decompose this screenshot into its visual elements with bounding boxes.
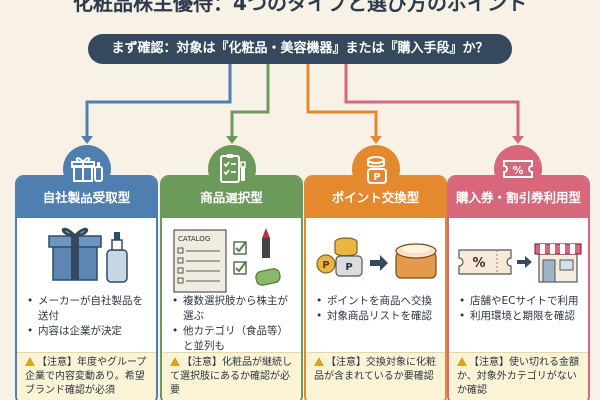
caution-note: 【注意】化粧品が継続して選択肢にあるか確認が必要 bbox=[162, 352, 301, 400]
catalog-label: CATALOG bbox=[178, 235, 210, 243]
svg-text:P: P bbox=[345, 262, 352, 273]
question-banner: まず確認：対象は『化粧品・美容機器』または『購入手段』か？ bbox=[88, 34, 512, 64]
feature-list: ポイントを商品へ交換 対象商品リストを確認 bbox=[316, 294, 442, 324]
card-heading: ポイント交換型 bbox=[306, 177, 445, 218]
checklist-icon bbox=[208, 145, 256, 193]
gift-icon bbox=[63, 145, 111, 193]
page-title: 化粧品株主優待：4つのタイプと選び方のポイント bbox=[73, 0, 527, 15]
warning-icon bbox=[457, 357, 467, 366]
list-item: メーカーが自社製品を送付 bbox=[27, 294, 153, 324]
points-to-product-illustration: P P bbox=[306, 220, 445, 298]
list-item: 利用環境と期限を確認 bbox=[459, 309, 585, 324]
list-item: 対象商品リストを確認 bbox=[316, 309, 442, 324]
svg-text:%: % bbox=[512, 164, 523, 177]
caution-text: 【注意】年度やグループ企業で内容変動あり。希望ブランド確認が必須 bbox=[25, 357, 147, 396]
caution-text: 【注意】交換対象に化粧品が含まれているか要確認 bbox=[314, 357, 436, 382]
svg-text:P: P bbox=[322, 260, 329, 271]
svg-text:P: P bbox=[373, 172, 380, 183]
feature-list: メーカーが自社製品を送付 内容は企業が決定 bbox=[27, 294, 153, 339]
caution-text: 【注意】化粧品が継続して選択肢にあるか確認が必要 bbox=[170, 357, 292, 396]
warning-icon bbox=[314, 357, 324, 366]
caution-note: 【注意】年度やグループ企業で内容変動あり。希望ブランド確認が必須 bbox=[17, 352, 156, 400]
catalog-illustration: CATALOG bbox=[162, 220, 301, 298]
ticket-and-store-illustration: % bbox=[449, 220, 588, 298]
warning-icon bbox=[25, 357, 35, 366]
feature-list: 店舗やECサイトで利用 利用環境と期限を確認 bbox=[459, 294, 585, 324]
gift-box-illustration bbox=[17, 220, 156, 298]
type-card-voucher-discount: 購入券・割引券利用型 % 店舗やECサイトで利用 利用環境と期限を確認 【注意】… bbox=[447, 175, 590, 400]
feature-list: 複数選択肢から株主が選ぶ 他カテゴリ（食品等）と並列も bbox=[172, 294, 298, 354]
type-card-product-selection: 商品選択型 CATALOG 複数選択肢から株主が選ぶ 他カテゴリ（食品等）と並列… bbox=[160, 175, 303, 400]
list-item: 他カテゴリ（食品等）と並列も bbox=[172, 324, 298, 354]
list-item: 複数選択肢から株主が選ぶ bbox=[172, 294, 298, 324]
list-item: ポイントを商品へ交換 bbox=[316, 294, 442, 309]
type-card-point-exchange: ポイント交換型 P P ポイントを商品へ交換 対象商品リストを確認 【注意】交換… bbox=[304, 175, 447, 400]
caution-text: 【注意】使い切れる金額か、対象外カテゴリがないか確認 bbox=[457, 357, 579, 396]
list-item: 店舗やECサイトで利用 bbox=[459, 294, 585, 309]
caution-note: 【注意】交換対象に化粧品が含まれているか要確認 bbox=[306, 352, 445, 400]
type-card-own-products: 自社製品受取型 メーカーが自社製品を送付 内容は企業が決定 【注意】年度やグルー… bbox=[15, 175, 158, 400]
svg-text:%: % bbox=[472, 256, 485, 271]
coin-icon: P bbox=[352, 145, 400, 193]
ticket-icon: % bbox=[494, 145, 542, 193]
list-item: 内容は企業が決定 bbox=[27, 324, 153, 339]
caution-note: 【注意】使い切れる金額か、対象外カテゴリがないか確認 bbox=[449, 352, 588, 400]
warning-icon bbox=[170, 357, 180, 366]
